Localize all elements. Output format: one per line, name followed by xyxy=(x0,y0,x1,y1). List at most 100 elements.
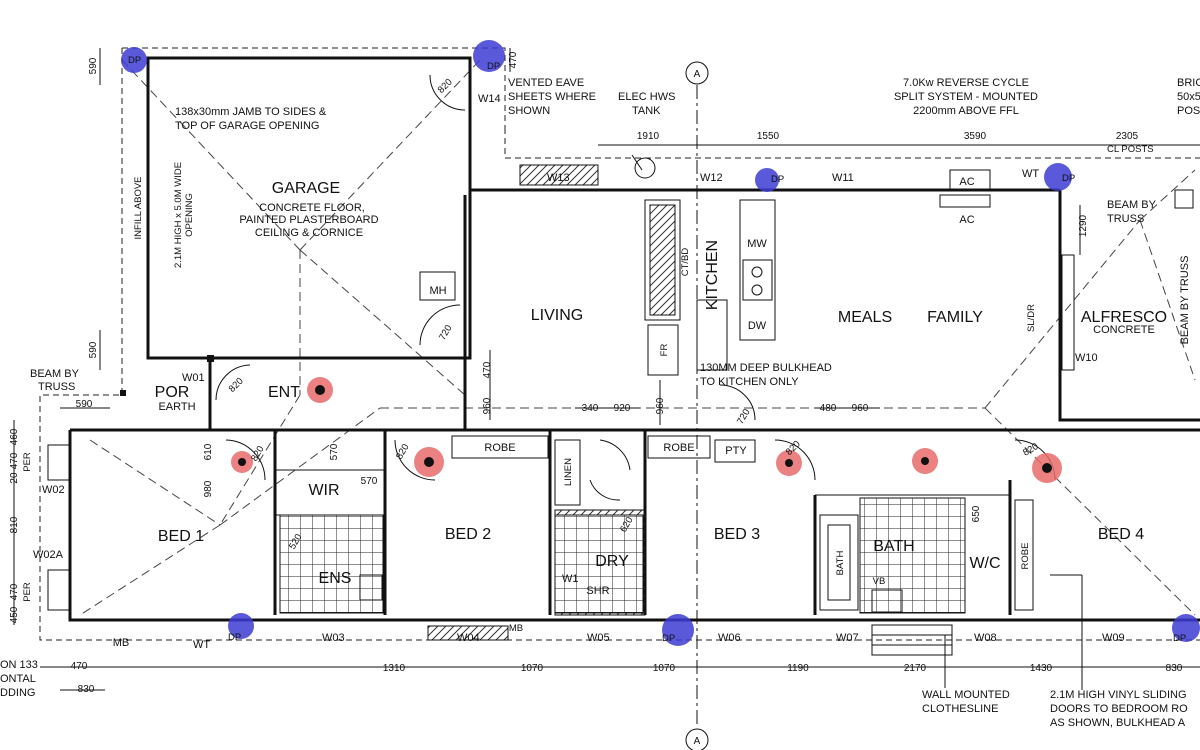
note-opening-2: OPENING xyxy=(184,193,195,237)
dim-830-a: 830 xyxy=(78,684,95,695)
dimension-labels: 1910 1550 3590 2305 590 470 590 590 1290… xyxy=(9,51,1183,695)
swing-820-b: 820 xyxy=(249,444,266,463)
label-fr: FR xyxy=(659,344,670,357)
label-bath: BATH xyxy=(873,538,914,555)
window-w02: W02 xyxy=(42,484,65,496)
dim-590-a: 590 xyxy=(88,57,99,74)
window-w01: W01 xyxy=(182,372,205,384)
swing-820-e: 820 xyxy=(1021,441,1040,458)
label-garage: GARAGE xyxy=(272,180,340,197)
dim-980: 980 xyxy=(203,480,214,497)
window-w14: W14 xyxy=(478,93,501,105)
label-sldr: SL/DR xyxy=(1026,304,1037,332)
note-clothes-2: CLOTHESLINE xyxy=(922,703,998,715)
dim-470-bottom: 470 xyxy=(71,661,88,672)
window-wt: WT xyxy=(1022,168,1039,180)
note-sliding-3: AS SHOWN, BULKHEAD A xyxy=(1050,717,1186,729)
dim-460: 460 xyxy=(9,428,20,445)
robes xyxy=(451,435,756,506)
label-pty: PTY xyxy=(725,445,747,457)
walls xyxy=(47,56,1200,622)
dim-2305: 2305 xyxy=(1116,131,1139,142)
window-w08: W08 xyxy=(974,632,997,644)
dim-1910: 1910 xyxy=(637,131,660,142)
dim-340: 340 xyxy=(582,403,599,414)
note-hws-2: TANK xyxy=(632,105,661,117)
note-cl-posts: CL POSTS xyxy=(1107,144,1154,155)
dim-1190: 1190 xyxy=(787,663,809,674)
note-sliding-1: 2.1M HIGH VINYL SLIDING xyxy=(1050,689,1187,701)
dimension-lines xyxy=(13,48,1200,691)
dim-830-b: 830 xyxy=(1166,663,1183,674)
label-ac-2: AC xyxy=(959,214,974,226)
note-bric-3: POS xyxy=(1177,105,1200,117)
dim-1070-a: 1070 xyxy=(521,663,544,674)
label-mb: MB xyxy=(509,623,523,634)
kitchen-fixtures xyxy=(359,157,1194,613)
note-ac-3: 2200mm ABOVE FFL xyxy=(913,105,1019,117)
dim-470-living: 470 xyxy=(482,361,493,378)
dp-label-2: DP xyxy=(487,61,500,72)
label-mw: MW xyxy=(747,238,767,250)
dim-650: 650 xyxy=(971,505,982,522)
dim-960-a: 960 xyxy=(482,397,493,414)
window-w03: W03 xyxy=(322,632,345,644)
label-dw: DW xyxy=(748,320,767,332)
note-left-1: ON 133 xyxy=(0,659,38,671)
window-wt-2: WT xyxy=(193,639,210,651)
label-bath-tub: BATH xyxy=(835,551,846,576)
window-w02a: W02A xyxy=(33,549,64,561)
swing-820-c: 820 xyxy=(394,442,411,461)
label-meals: MEALS xyxy=(838,309,892,326)
section-a-bottom-label: A xyxy=(694,736,701,747)
note-vented-3: SHOWN xyxy=(508,105,550,117)
note-vented-1: VENTED EAVE xyxy=(508,77,584,89)
label-ac-1: AC xyxy=(959,176,974,188)
dim-450: 450 xyxy=(9,606,20,623)
section-line: A A xyxy=(685,61,709,750)
dim-480: 480 xyxy=(820,403,837,414)
dim-1430: 1430 xyxy=(1030,663,1053,674)
dim-470-top: 470 xyxy=(508,51,519,68)
label-bed3: BED 3 xyxy=(714,526,760,543)
dim-1310: 1310 xyxy=(383,663,406,674)
note-infill: INFILL ABOVE xyxy=(133,176,144,239)
label-alfresco-note: CONCRETE xyxy=(1093,324,1155,336)
label-wir: WIR xyxy=(308,482,339,499)
dim-3590: 3590 xyxy=(964,131,987,142)
window-w04: W04 xyxy=(457,632,480,644)
note-clothes-1: WALL MOUNTED xyxy=(922,689,1010,701)
dim-570-a: 570 xyxy=(329,443,340,460)
dim-610: 610 xyxy=(203,443,214,460)
label-ent: ENT xyxy=(268,384,300,401)
dim-20: 20 xyxy=(9,472,20,484)
window-w1r: W1 xyxy=(562,573,579,585)
steps xyxy=(871,624,953,656)
dim-590-c: 590 xyxy=(76,399,93,410)
label-bed2: BED 2 xyxy=(445,526,491,543)
note-ac-1: 7.0Kw REVERSE CYCLE xyxy=(903,77,1029,89)
smoke-detector-markers xyxy=(231,377,1062,483)
label-garage-note-3: CEILING & CORNICE xyxy=(255,227,363,239)
annotations: 138x30mm JAMB TO SIDES & TOP OF GARAGE O… xyxy=(0,77,1200,729)
downpipe-labels: DP DP DP DP DP DP DP xyxy=(128,55,1186,644)
label-kitchen: KITCHEN xyxy=(704,240,721,310)
label-mb-bottom: MB xyxy=(113,637,130,649)
label-dry: DRY xyxy=(595,553,629,570)
dp-label-7: DP xyxy=(1173,633,1186,644)
label-bed1: BED 1 xyxy=(158,528,204,545)
note-beam-vertical: BEAM BY TRUSS xyxy=(1179,256,1191,345)
note-jamb-1: 138x30mm JAMB TO SIDES & xyxy=(175,106,327,118)
dim-470-a: 470 xyxy=(9,452,20,469)
dim-470-b: 470 xyxy=(9,583,20,600)
dim-590-b: 590 xyxy=(88,341,99,358)
dim-1550: 1550 xyxy=(757,131,780,142)
note-opening-1: 2.1M HIGH x 5.0M WIDE xyxy=(173,162,184,268)
downpipe-markers xyxy=(121,40,1200,646)
label-robe-2: ROBE xyxy=(663,442,694,454)
swing-820-a: 820 xyxy=(227,376,246,395)
window-w05: W05 xyxy=(587,632,610,644)
label-ens: ENS xyxy=(319,570,352,587)
note-per-2: PER xyxy=(22,582,33,602)
label-wc: W/C xyxy=(969,555,1000,572)
